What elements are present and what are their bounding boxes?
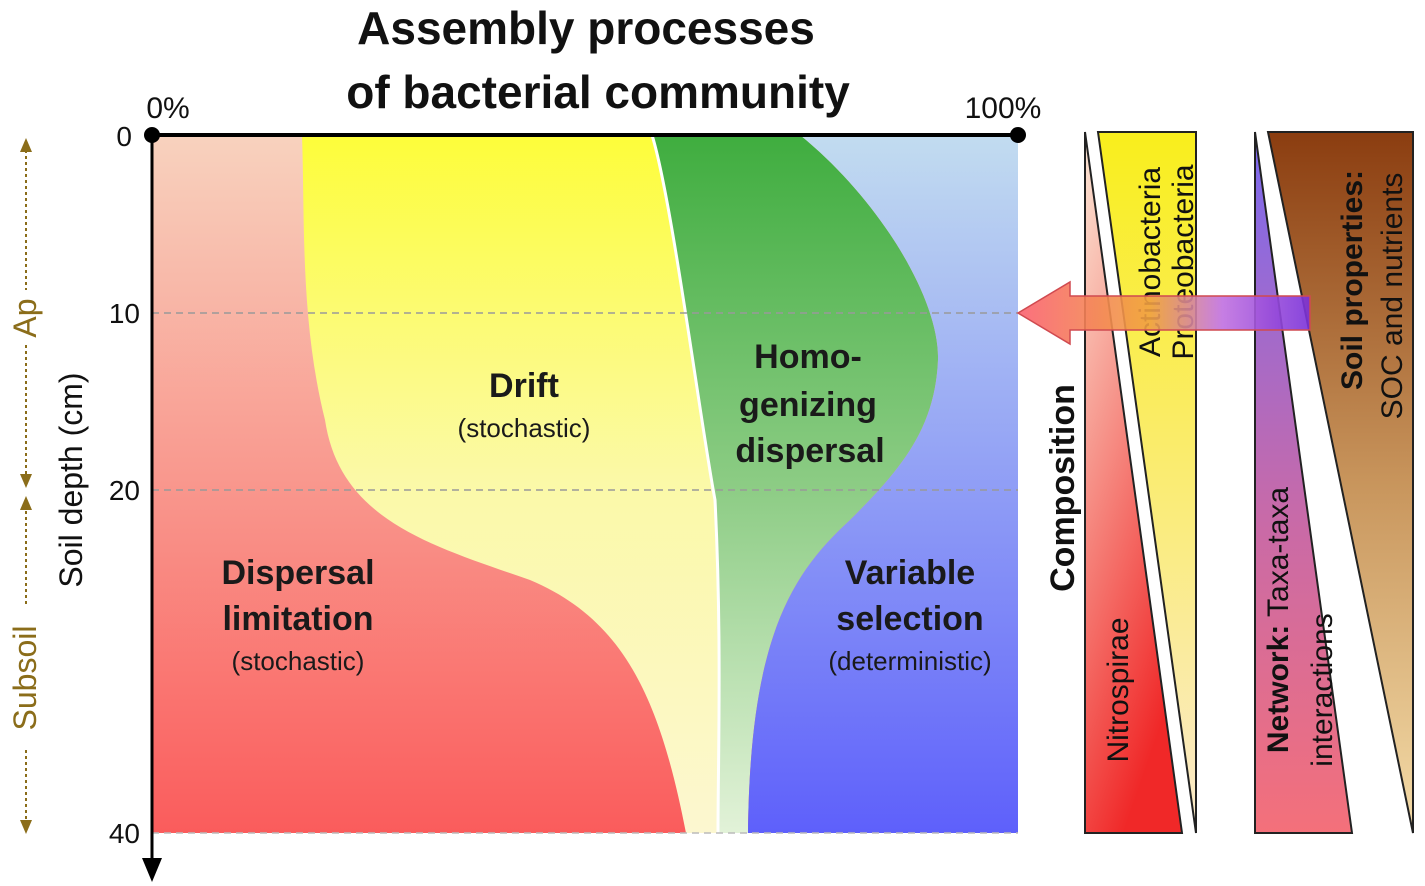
x-axis-start-label: 0% bbox=[146, 92, 189, 125]
y-tick-20: 20 bbox=[109, 475, 140, 506]
soil-properties-label: Soil properties: bbox=[1336, 170, 1369, 390]
y-tick-40: 40 bbox=[109, 818, 140, 849]
horizon-ap-arrow-up bbox=[20, 138, 32, 152]
nitrospirae-label: Nitrospirae bbox=[1102, 617, 1135, 762]
y-axis-arrowhead bbox=[142, 858, 162, 882]
region-drift bbox=[302, 135, 720, 833]
influence-arrow bbox=[1016, 280, 1311, 346]
drift-label: Drift bbox=[489, 367, 559, 405]
network-label-rest: Taxa-taxa bbox=[1262, 487, 1295, 625]
variable-selection-label-1: Variable bbox=[845, 554, 975, 592]
composition-label: Composition bbox=[1044, 384, 1082, 592]
drift-homogenizing-boundary bbox=[650, 134, 721, 834]
title-line-1: Assembly processes bbox=[357, 2, 815, 54]
drift-sub: (stochastic) bbox=[458, 413, 591, 443]
dispersal-limitation-label-2: limitation bbox=[222, 600, 373, 638]
region-homogenizing-dispersal bbox=[652, 135, 939, 833]
horizon-ap-arrow-down bbox=[20, 474, 32, 488]
y-tick-0: 0 bbox=[116, 121, 132, 152]
dispersal-limitation-label-1: Dispersal bbox=[221, 554, 374, 592]
title-line-2: of bacterial community bbox=[346, 66, 850, 118]
variable-selection-label-2: selection bbox=[836, 600, 983, 638]
region-variable-selection bbox=[748, 135, 1018, 833]
horizon-ap-label: Ap bbox=[7, 298, 43, 337]
x-axis-end-dot bbox=[1010, 127, 1026, 143]
x-axis-end-label: 100% bbox=[965, 92, 1042, 125]
y-tick-10: 10 bbox=[109, 298, 140, 329]
horizon-subsoil-arrow-down bbox=[20, 820, 32, 834]
horizon-subsoil-label: Subsoil bbox=[7, 626, 43, 731]
network-label-line2: interactions bbox=[1306, 613, 1339, 766]
network-label: Network: Taxa-taxa bbox=[1262, 487, 1295, 754]
homogenizing-label-2: genizing bbox=[739, 386, 877, 424]
horizon-subsoil-arrow-up bbox=[20, 496, 32, 510]
variable-selection-sub: (deterministic) bbox=[828, 646, 991, 676]
homogenizing-label-3: dispersal bbox=[735, 432, 884, 470]
homogenizing-label-1: Homo- bbox=[754, 338, 862, 376]
dispersal-limitation-sub: (stochastic) bbox=[232, 646, 365, 676]
y-axis-label: Soil depth (cm) bbox=[53, 372, 89, 587]
network-label-bold: Network: bbox=[1262, 625, 1295, 753]
soil-properties-label-line2: SOC and nutrients bbox=[1376, 173, 1409, 420]
